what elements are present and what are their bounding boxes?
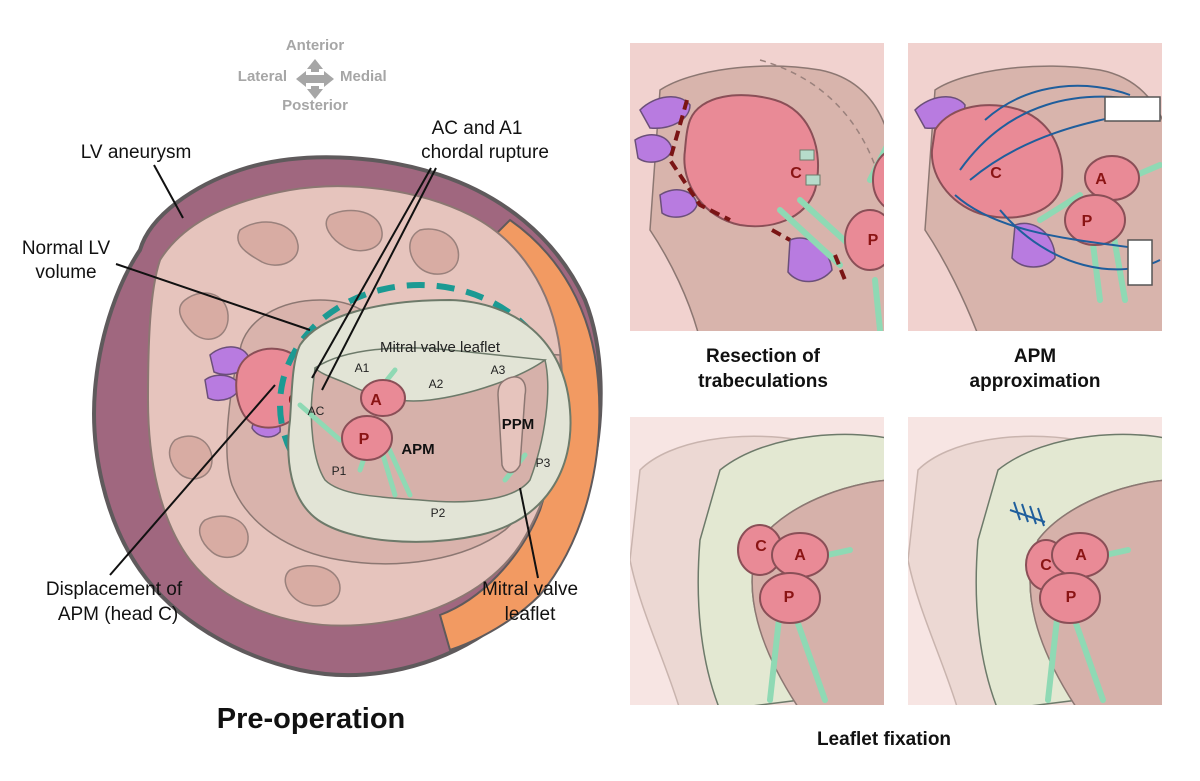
papillary-head-p: [341, 415, 393, 461]
caption-fixation: Leaflet fixation: [817, 729, 951, 750]
head-p-label: P: [359, 431, 370, 448]
panel-fixation-left: C A P: [630, 417, 884, 705]
ppm-label: PPM: [502, 416, 535, 433]
segment-a3: A3: [491, 363, 506, 377]
head-a-label: A: [370, 392, 382, 409]
panel-fixation-right: C A P: [908, 417, 1162, 705]
heart-illustration: C A P Mitral valve leaflet A1 A2 A3 AC: [92, 155, 603, 677]
caption-approx-1: APM: [1014, 346, 1056, 367]
move-arrows-icon: [296, 59, 334, 99]
fixr-head-c: C: [1040, 557, 1052, 574]
callout-lv-aneurysm: LV aneurysm: [81, 142, 192, 163]
fixl-head-c: C: [755, 538, 767, 555]
fixr-head-p: P: [1066, 589, 1077, 606]
segment-p2: P2: [431, 506, 446, 520]
leaflet-label: Mitral valve leaflet: [380, 339, 501, 356]
fixl-head-p: P: [784, 589, 795, 606]
segment-a2: A2: [429, 377, 444, 391]
fixl-head-a: A: [794, 547, 806, 564]
panel-resection: C P: [630, 43, 884, 331]
orientation-compass: Anterior Lateral Medial Posterior: [238, 37, 387, 114]
trabeculations: [168, 209, 460, 607]
segment-p1: P1: [332, 464, 347, 478]
panel-apm-approximation: C A P: [908, 43, 1162, 331]
segment-p3: P3: [536, 456, 551, 470]
orientation-lateral: Lateral: [238, 68, 287, 85]
ppm-muscle: [497, 376, 527, 474]
fixr-head-a: A: [1075, 547, 1087, 564]
caption-approx-2: approximation: [970, 371, 1101, 392]
apm-label: APM: [401, 441, 434, 458]
caption-pre-operation: Pre-operation: [217, 703, 406, 735]
segment-ac: AC: [308, 404, 325, 418]
callout-mvl-2: leaflet: [505, 604, 556, 625]
approx-head-c: C: [990, 165, 1002, 182]
papillary-head-a: [360, 379, 406, 417]
callout-normal-lv-1: Normal LV: [22, 238, 111, 259]
callout-mvl-1: Mitral valve: [482, 579, 578, 600]
resection-head-p: P: [868, 232, 879, 249]
resection-head-c: C: [790, 165, 802, 182]
orientation-medial: Medial: [340, 68, 387, 85]
callout-displacement-2: APM (head C): [58, 604, 178, 625]
callout-normal-lv-2: volume: [35, 262, 96, 283]
orientation-anterior: Anterior: [286, 37, 345, 54]
approx-head-p: P: [1082, 213, 1093, 230]
callout-rupture-2: chordal rupture: [421, 142, 549, 163]
callout-rupture-1: AC and A1: [432, 118, 523, 139]
caption-resection-1: Resection of: [706, 346, 821, 367]
callout-lines: [109, 164, 539, 579]
callout-displacement-1: Displacement of: [46, 579, 183, 600]
approx-head-a: A: [1095, 171, 1107, 188]
orientation-posterior: Posterior: [282, 97, 348, 114]
caption-resection-2: trabeculations: [698, 371, 828, 392]
segment-a1: A1: [355, 361, 370, 375]
suture-stitches: [1009, 501, 1046, 527]
